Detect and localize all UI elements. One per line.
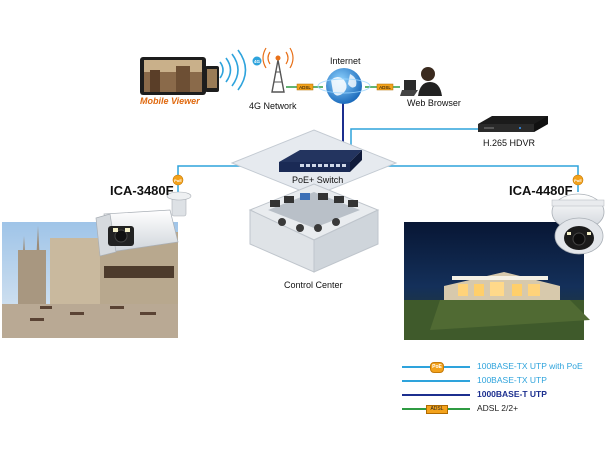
camera-right-label: ICA-4480F (509, 183, 573, 198)
hdvr-device (478, 116, 548, 132)
web-browser-user-icon (400, 67, 442, 96)
svg-text:4G: 4G (254, 59, 261, 64)
dome-camera-icon (552, 194, 604, 254)
web-browser-label: Web Browser (407, 98, 461, 108)
legend-line (402, 380, 470, 382)
svg-text:PoE: PoE (574, 178, 582, 183)
cell-tower-icon (263, 48, 293, 92)
adsl-badge-left: ADSL (297, 84, 313, 90)
internet-label: Internet (330, 56, 361, 66)
poe-badge-left: PoE (173, 175, 183, 185)
legend-label: 1000BASE-T UTP (477, 389, 547, 399)
legend-item-adsl: ADSL ADSL 2/2+ (402, 403, 602, 415)
legend-item-1000base: 1000BASE-T UTP (402, 389, 602, 401)
legend-adsl-badge: ADSL (426, 405, 448, 414)
mobile-viewer-label: Mobile Viewer (140, 96, 200, 106)
poe-badge-right: PoE (573, 175, 583, 185)
svg-text:ADSL: ADSL (379, 85, 391, 90)
control-center-label: Control Center (284, 280, 343, 290)
globe-icon (318, 68, 370, 104)
legend-line (402, 394, 470, 396)
badge-4g: 4G (253, 57, 262, 66)
poe-switch-label: PoE+ Switch (292, 175, 343, 185)
legend-label: ADSL 2/2+ (477, 403, 518, 413)
wireless-signal-icon (220, 50, 246, 90)
legend-item-100base: 100BASE-TX UTP (402, 375, 602, 387)
legend-item-poe: PoE 100BASE-TX UTP with PoE (402, 361, 602, 373)
mobile-viewer-devices (140, 57, 219, 95)
hdvr-label: H.265 HDVR (483, 138, 536, 148)
network-4g-label: 4G Network (249, 101, 297, 111)
camera-left-label: ICA-3480F (110, 183, 174, 198)
adsl-badge-right: ADSL (377, 84, 393, 90)
legend-poe-badge: PoE (430, 362, 444, 373)
svg-text:ADSL: ADSL (299, 85, 311, 90)
legend-label: 100BASE-TX UTP (477, 375, 547, 385)
legend-label: 100BASE-TX UTP with PoE (477, 361, 583, 371)
svg-text:PoE: PoE (174, 178, 182, 183)
